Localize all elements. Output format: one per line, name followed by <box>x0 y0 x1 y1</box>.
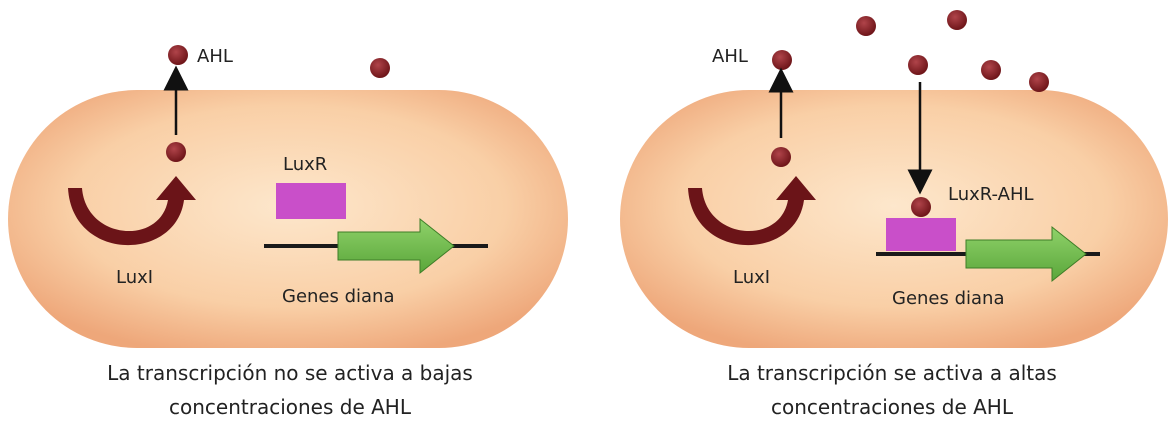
right-ahl-molecule-free <box>856 16 876 36</box>
left-luxi-label: LuxI <box>116 267 153 288</box>
left-cell-panel: AHL LuxI LuxR Genes diana <box>8 45 568 348</box>
right-ahl-molecule-free <box>981 60 1001 80</box>
left-ahl-label: AHL <box>197 46 233 67</box>
right-caption: La transcripción se activa a altas conce… <box>612 356 1170 424</box>
right-ahl-molecule-inside <box>771 147 791 167</box>
left-caption: La transcripción no se activa a bajas co… <box>10 356 570 424</box>
right-ahl-label: AHL <box>712 46 748 67</box>
right-bound-ahl-molecule <box>911 197 931 217</box>
right-ahl-molecule-free <box>908 55 928 75</box>
right-ahl-molecule-free <box>1029 72 1049 92</box>
right-ahl-molecule-outside <box>772 50 792 70</box>
right-ahl-molecule-free <box>947 10 967 30</box>
right-caption-line1: La transcripción se activa a altas <box>612 356 1170 390</box>
left-caption-line2: concentraciones de AHL <box>10 390 570 424</box>
right-complex-label: LuxR-AHL <box>948 184 1034 205</box>
left-caption-line1: La transcripción no se activa a bajas <box>10 356 570 390</box>
left-luxr-protein <box>276 183 346 219</box>
left-genes-label: Genes diana <box>282 286 395 307</box>
right-luxi-label: LuxI <box>733 267 770 288</box>
left-ahl-molecule-inside <box>166 142 186 162</box>
left-luxr-label: LuxR <box>283 154 327 175</box>
left-ahl-molecule-outside <box>168 45 188 65</box>
right-genes-label: Genes diana <box>892 288 1005 309</box>
right-luxr-ahl-protein <box>886 218 956 251</box>
right-cell-panel: AHL LuxI LuxR-AHL Genes diana <box>620 10 1168 348</box>
right-caption-line2: concentraciones de AHL <box>612 390 1170 424</box>
left-ahl-molecule-free <box>370 58 390 78</box>
